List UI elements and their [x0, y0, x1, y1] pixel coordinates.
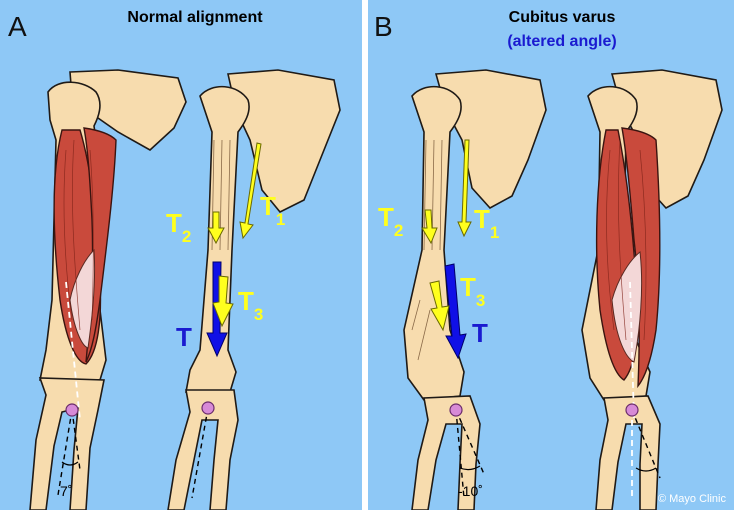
- force-label-t2-a: T2: [166, 208, 191, 246]
- force-arrow-t-b: [444, 263, 467, 360]
- panel-b-title: Cubitus varus: [509, 9, 616, 26]
- scapula-a2: [227, 69, 341, 214]
- angle-arc-b2: [635, 467, 657, 472]
- rotation-center-a1: [65, 403, 79, 417]
- arm-a-bones: T1 T2 T3 T: [166, 69, 341, 510]
- panel-a-letter: A: [8, 11, 27, 42]
- arm-b-bones: -10˚ T1 T2 T3 T: [378, 69, 547, 510]
- axis-upper-b2: [629, 281, 635, 421]
- copyright-notice: © Mayo Clinic: [658, 493, 727, 505]
- panel-divider: [362, 0, 368, 510]
- arm-a-muscled: 7˚: [29, 69, 187, 510]
- panel-b: B Cubitus varus (altered angle) -10˚ T1 …: [374, 9, 726, 510]
- forearm-a2: [167, 389, 239, 510]
- fibers-b2: [606, 139, 647, 341]
- tendon-a1: [69, 248, 96, 349]
- angle-label-b: -10˚: [458, 483, 483, 499]
- force-label-t1-b: T1: [474, 204, 499, 242]
- arm-b-muscled: [581, 69, 723, 510]
- rotation-center-b2: [625, 403, 639, 417]
- axis-upper-a1: [65, 281, 81, 421]
- panel-b-subtitle: (altered angle): [507, 33, 616, 50]
- angle-label-a: 7˚: [60, 483, 72, 499]
- panel-a-title: Normal alignment: [127, 9, 263, 26]
- force-arrow-t1-b: [457, 139, 472, 238]
- force-arrow-t2-b: [421, 209, 438, 245]
- angle-arc-a: [61, 461, 79, 466]
- panel-a: A Normal alignment 7˚: [8, 9, 341, 510]
- force-arrow-t3-b: [429, 280, 450, 332]
- panel-b-letter: B: [374, 11, 393, 42]
- force-label-t2-b: T2: [378, 202, 403, 240]
- force-arrow-t3-a: [212, 275, 234, 328]
- tendon-b2: [611, 251, 643, 363]
- force-label-t3-a: T3: [238, 286, 263, 324]
- force-label-t1-a: T1: [260, 191, 285, 229]
- axis-b1: [455, 409, 465, 499]
- humerus-shade-b1: [411, 139, 443, 361]
- force-arrow-t2-a: [207, 211, 225, 245]
- scapula-b1: [434, 69, 547, 210]
- forearm-b2: [595, 395, 661, 510]
- axis-ref-a1: [71, 409, 81, 471]
- force-label-t3-b: T3: [460, 272, 485, 310]
- fibers-a1: [63, 139, 94, 331]
- force-label-t-a: T: [176, 322, 192, 352]
- rotation-center-b1: [449, 403, 463, 417]
- force-arrow-t1-a: [239, 142, 262, 240]
- rotation-center-a2: [201, 401, 215, 415]
- force-label-t-b: T: [472, 318, 488, 348]
- forearm-b1: [411, 395, 481, 510]
- angle-arc-b: [459, 465, 481, 471]
- axis-a2: [191, 407, 209, 499]
- axis-ref-b1: [455, 409, 485, 475]
- axis-ref-b2: [631, 409, 661, 479]
